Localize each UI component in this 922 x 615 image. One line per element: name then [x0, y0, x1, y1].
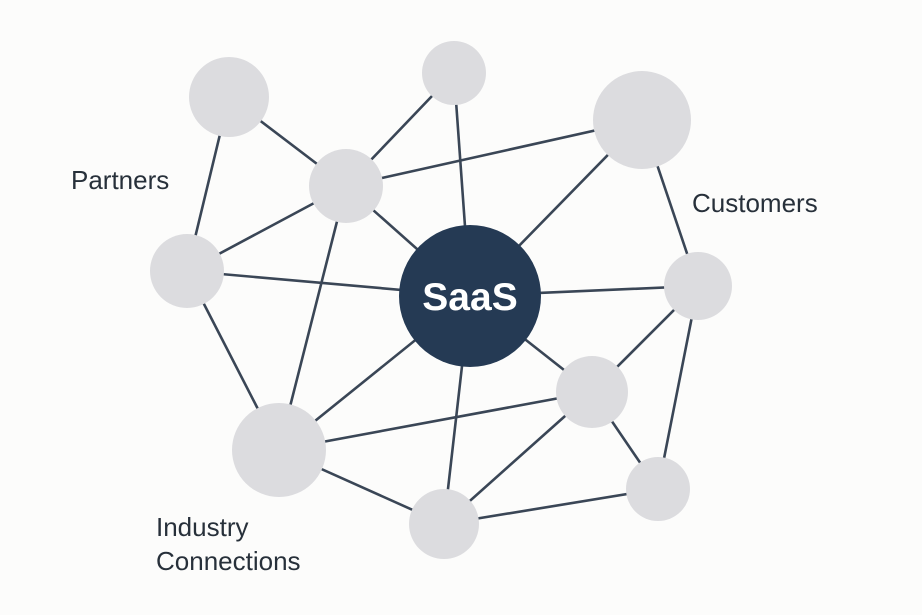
label-industry-connections: Industry Connections	[156, 512, 301, 576]
label-customers: Customers	[692, 188, 818, 218]
label-industry-line-2: Connections	[156, 546, 301, 576]
edge-j-h	[442, 487, 660, 526]
label-customers-line-1: Customers	[692, 188, 818, 218]
node-f	[664, 252, 732, 320]
edge-b-d	[344, 118, 644, 188]
center-group: SaaS	[399, 225, 541, 367]
center-node-saas	[399, 225, 541, 367]
center-label: SaaS	[422, 276, 517, 319]
node-e	[150, 234, 224, 308]
nodes-layer	[150, 41, 732, 559]
node-h	[626, 457, 690, 521]
node-b	[309, 149, 383, 223]
node-c	[422, 41, 486, 105]
labels-layer: Partners Customers Industry Connections	[71, 165, 818, 576]
edge-g-i	[277, 390, 594, 452]
node-i	[232, 403, 326, 497]
node-j	[409, 489, 479, 559]
label-partners-line-1: Partners	[71, 165, 169, 195]
node-a	[189, 57, 269, 137]
edge-f-h	[656, 284, 700, 491]
label-industry-line-1: Industry	[156, 512, 249, 542]
label-partners: Partners	[71, 165, 169, 195]
node-g	[556, 356, 628, 428]
node-d	[593, 71, 691, 169]
